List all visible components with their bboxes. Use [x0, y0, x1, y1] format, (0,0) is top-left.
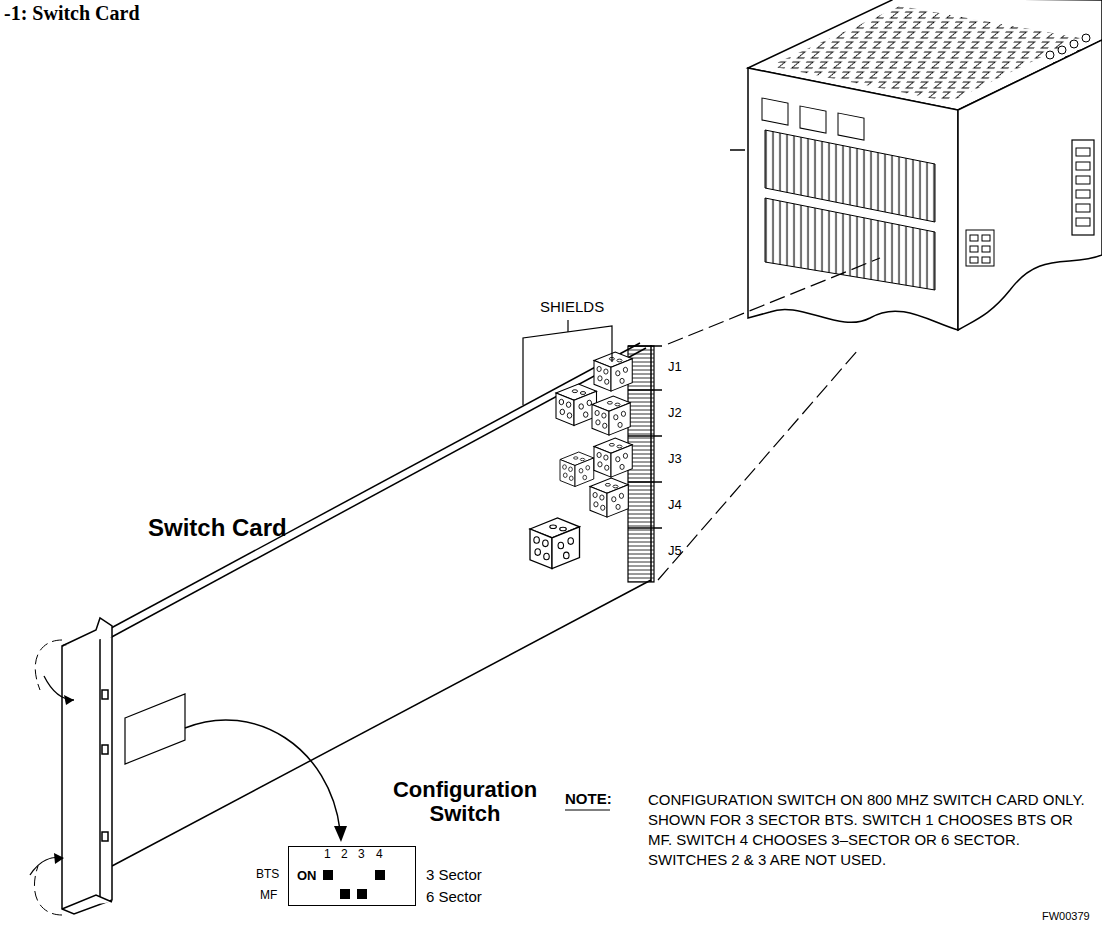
connector-label: J2: [668, 406, 682, 421]
eject-arrow: [44, 676, 74, 700]
switch-position-label: BTS: [256, 868, 279, 882]
bts-cabinet: [730, 0, 1102, 330]
card-front-panel: [34, 618, 112, 915]
projection-line: [658, 350, 858, 580]
switch-position-label: 3 Sector: [426, 866, 482, 883]
arrowhead: [54, 853, 64, 864]
number: 4: [376, 848, 383, 862]
shield-blocks: [530, 352, 632, 569]
note-underline: [565, 809, 610, 810]
note-text: CONFIGURATION SWITCH ON 800 MHZ SWITCH C…: [648, 790, 1088, 870]
shields-bracket: [523, 326, 612, 405]
note-heading: NOTE:: [565, 790, 612, 807]
connector-label: J1: [668, 360, 682, 375]
part-label: Switch Card: [148, 514, 287, 542]
figure-code: FW00379: [1042, 910, 1090, 923]
connector-label: J5: [668, 544, 682, 559]
number: 3: [358, 848, 365, 862]
part-label: SHIELDS: [540, 298, 604, 315]
connector-label: J3: [668, 452, 682, 467]
switch-position-label: 6 Sector: [426, 888, 482, 905]
part-label: Configuration Switch: [376, 778, 554, 826]
configuration-switch-box: 1234ON: [288, 846, 416, 906]
switch-on-label: ON: [297, 869, 317, 884]
figure-title: -1: Switch Card: [4, 2, 140, 25]
leader-line: [567, 320, 568, 332]
backplane-connector: [628, 346, 662, 582]
switch-position-label: MF: [260, 889, 277, 903]
callout-arrow: [185, 720, 340, 830]
projection-line: [668, 258, 880, 344]
number: 2: [341, 848, 348, 862]
circuit-card: [100, 343, 651, 866]
connector-label: J4: [668, 498, 682, 513]
number: 1: [324, 848, 331, 862]
dip-switch-positions: [323, 870, 385, 899]
arrowhead: [64, 695, 74, 705]
arrowhead: [334, 826, 347, 842]
